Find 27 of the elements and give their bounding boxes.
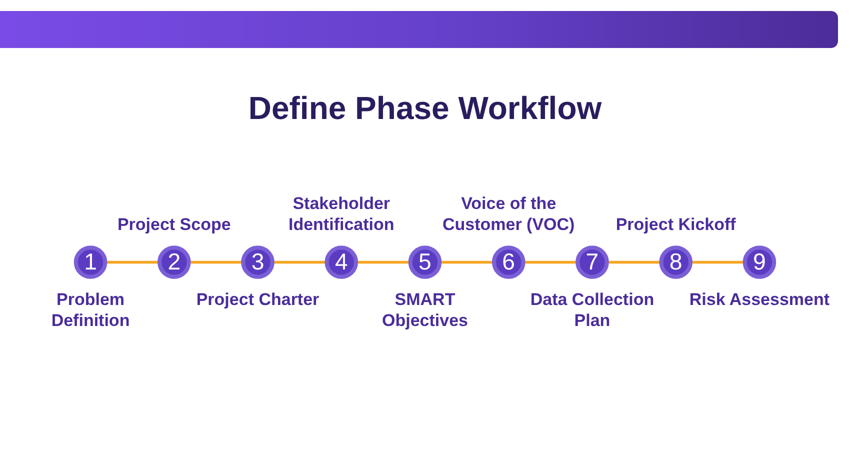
step-circle: 9 xyxy=(742,245,776,279)
step-circle: 8 xyxy=(659,245,692,279)
step-circle: 5 xyxy=(408,245,442,279)
connector-line xyxy=(523,260,578,264)
step-circle: 7 xyxy=(576,245,609,279)
step-circle: 1 xyxy=(74,245,108,279)
step-label: Voice of the Customer (VOC) xyxy=(441,192,576,235)
connector-line xyxy=(105,260,160,264)
step-circle: 2 xyxy=(158,245,191,279)
step-label: Data Collection Plan xyxy=(529,289,656,332)
step-label: Stakeholder Identification xyxy=(287,192,396,235)
connector-line xyxy=(606,260,662,264)
title: Define Phase Workflow xyxy=(247,89,603,128)
connector-line xyxy=(356,260,410,264)
step-label: Project Kickoff xyxy=(614,214,737,235)
step-circle: 4 xyxy=(324,245,358,279)
step-label: Project Charter xyxy=(195,289,320,310)
connector-line xyxy=(690,260,745,264)
step-label: Problem Definition xyxy=(50,289,131,332)
step-label: Risk Assessment xyxy=(688,289,831,310)
connector-line xyxy=(272,260,327,264)
step-label: SMART Objectives xyxy=(381,289,469,332)
connector-line xyxy=(188,260,244,264)
connector-line xyxy=(440,260,494,264)
step-circle: 6 xyxy=(492,245,526,279)
step-circle: 3 xyxy=(241,245,274,279)
step-label: Project Scope xyxy=(116,214,232,235)
